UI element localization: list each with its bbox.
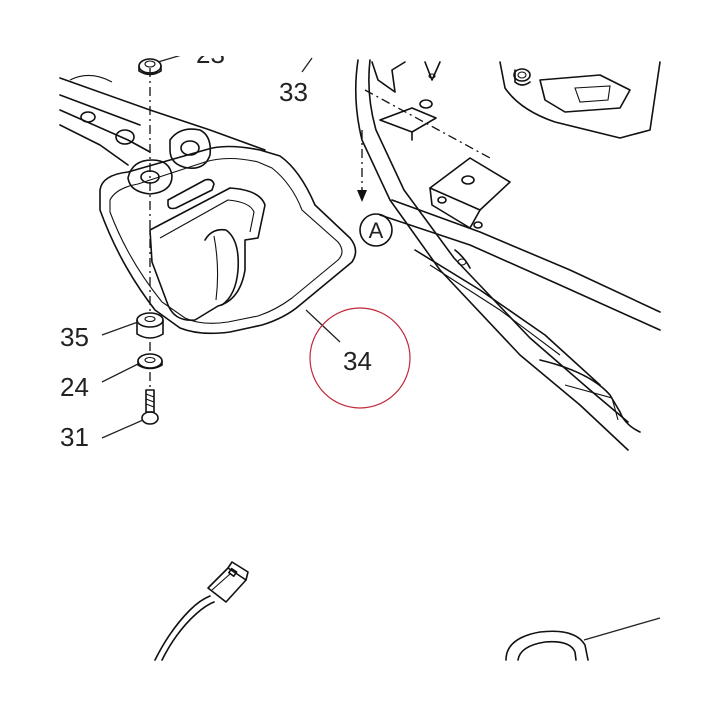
rear-component-top-right xyxy=(499,61,661,139)
assembly-axis-right xyxy=(364,89,491,159)
crop-mask-top xyxy=(0,0,720,56)
callout-33: 33 xyxy=(279,77,308,107)
callout-35: 35 xyxy=(60,322,89,352)
view-marker-a: A xyxy=(359,213,393,247)
frame-rail-left xyxy=(59,74,266,170)
callout-31: 31 xyxy=(60,422,89,452)
leader-31 xyxy=(101,419,144,439)
frame-right xyxy=(354,59,661,451)
view-marker-label: A xyxy=(369,218,384,243)
part-35-grommet xyxy=(136,312,164,339)
highlight-circle-34 xyxy=(309,307,411,409)
callout-24: 24 xyxy=(60,372,89,402)
part-24-washer xyxy=(137,353,163,370)
view-arrow-head xyxy=(357,190,367,202)
part-34-guard xyxy=(99,145,357,335)
part-23-nut xyxy=(138,58,162,76)
part-31-screw xyxy=(141,389,159,425)
wire-connector xyxy=(154,561,249,661)
leader-35 xyxy=(101,321,139,336)
callout-34: 34 xyxy=(343,346,372,376)
leader-24 xyxy=(101,363,139,383)
leader-33 xyxy=(301,57,313,73)
leader-34 xyxy=(305,309,341,343)
ring-part-bottom-right xyxy=(505,617,661,661)
